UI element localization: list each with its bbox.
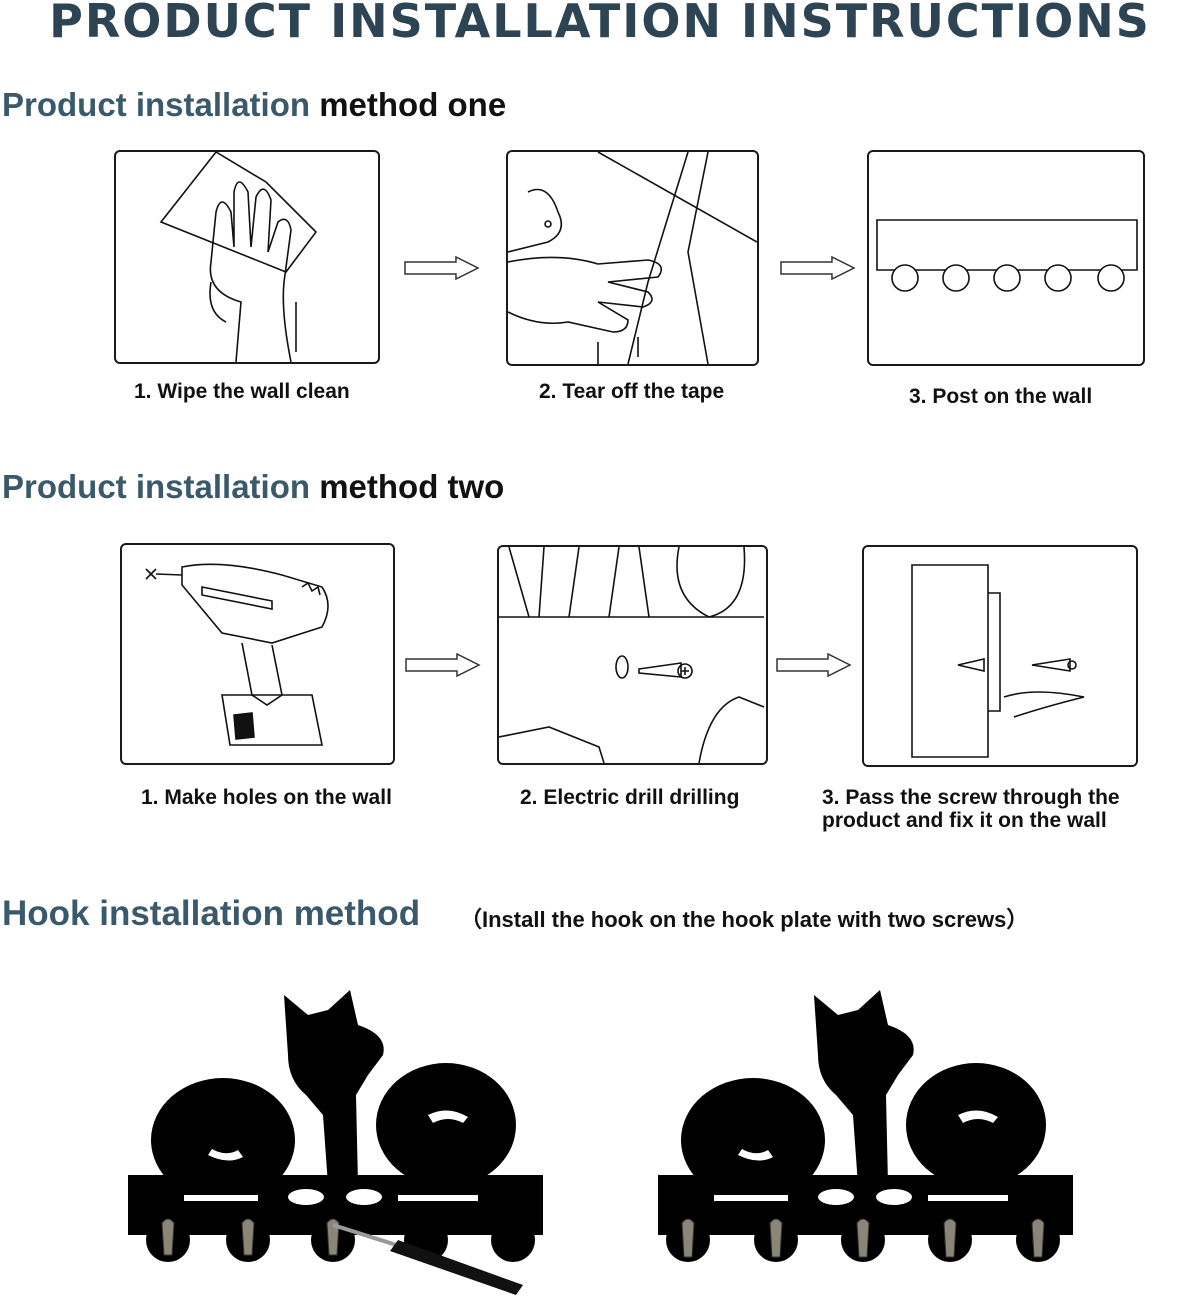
make-holes-illustration <box>120 543 395 765</box>
halloween-cat-pumpkin-rack-icon <box>128 990 543 1295</box>
fix-screw-illustration <box>862 545 1138 767</box>
screw-through-product-icon <box>911 564 1085 758</box>
arrow-right-icon <box>780 256 856 280</box>
hook-heading: Hook installation method <box>2 894 420 934</box>
step-caption: 2. Tear off the tape <box>539 380 725 403</box>
step-caption: 3. Post on the wall <box>909 385 1093 408</box>
post-on-wall-illustration <box>867 150 1145 366</box>
hook-note: （Install the hook on the hook plate with… <box>460 907 1029 932</box>
step-caption: 1. Wipe the wall clean <box>134 380 350 403</box>
tear-tape-icon <box>508 152 757 364</box>
electric-drill-illustration <box>497 545 768 765</box>
halloween-cat-pumpkin-rack-icon <box>658 990 1073 1262</box>
screw-hole-icon <box>499 547 765 763</box>
hand-wipe-icon <box>159 152 318 362</box>
tear-tape-illustration <box>506 150 759 366</box>
wipe-wall-illustration <box>114 150 380 364</box>
step-caption: 1. Make holes on the wall <box>141 786 392 809</box>
hook-heading-text: Hook installation method <box>2 894 421 933</box>
halloween-hook-rack <box>658 985 1073 1275</box>
arrow-right-icon <box>776 653 852 677</box>
method-one-heading-dark: method one <box>319 86 507 123</box>
method-two-heading-dark: method two <box>319 468 505 505</box>
arrow-right-icon <box>404 256 480 280</box>
drill-icon <box>145 563 329 746</box>
step-caption: 2. Electric drill drilling <box>520 786 740 809</box>
method-two-heading: Product installation method two <box>2 468 504 506</box>
page-title: PRODUCT INSTALLATION INSTRUCTIONS <box>49 0 1151 48</box>
step-caption: 3. Pass the screw through the product an… <box>822 786 1120 832</box>
method-one-heading-teal: Product installation <box>2 86 311 123</box>
halloween-hook-rack-with-screwdriver <box>128 985 543 1295</box>
rack-outline-icon <box>876 219 1138 292</box>
method-one-heading: Product installation method one <box>2 86 506 124</box>
method-two-heading-teal: Product installation <box>2 468 311 505</box>
arrow-right-icon <box>405 653 481 677</box>
